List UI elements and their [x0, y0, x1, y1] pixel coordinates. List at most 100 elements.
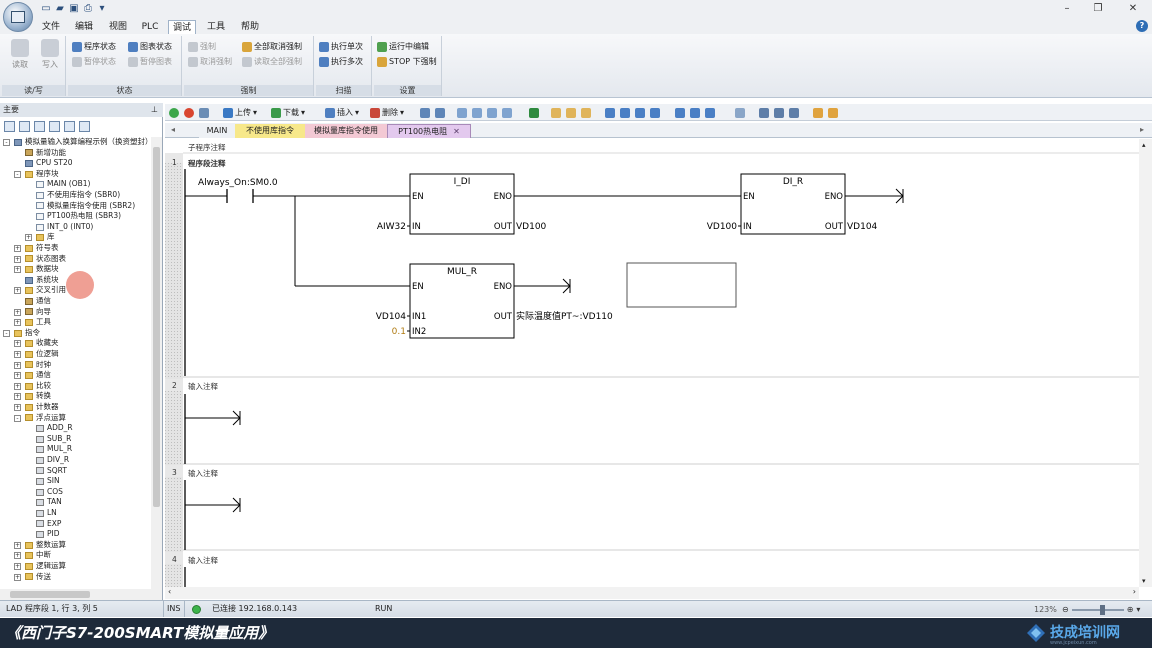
program-status-button[interactable]: 程序状态	[72, 40, 116, 53]
instruction-box-mul-r[interactable]	[409, 263, 515, 339]
collapse-icon[interactable]: -	[3, 139, 10, 146]
operand[interactable]: AIW32	[377, 222, 406, 232]
coil-icon[interactable]	[675, 106, 685, 119]
expand-icon[interactable]: +	[14, 404, 21, 411]
operand[interactable]: VD104	[847, 222, 878, 232]
tree-item[interactable]: 整数运算	[25, 540, 66, 551]
instruction-box-di-r[interactable]	[740, 173, 846, 235]
go-to-icon[interactable]	[529, 106, 539, 119]
network-comment[interactable]: 程序段注释	[188, 158, 226, 168]
operand[interactable]: VD104	[376, 312, 407, 322]
tab-main[interactable]: MAIN	[199, 124, 235, 138]
delete-button[interactable]: 删除▾	[370, 106, 404, 119]
tree-item[interactable]: MAIN (OB1)	[36, 179, 90, 190]
tree-horizontal-scrollbar[interactable]	[0, 589, 162, 600]
force-button[interactable]: 强制	[188, 40, 216, 53]
tab-help[interactable]: 帮助	[240, 22, 259, 32]
contact-icon[interactable]	[620, 106, 630, 119]
tab-analog-library[interactable]: 模拟量库指令使用	[305, 124, 387, 138]
panel-tool-icon[interactable]	[79, 121, 90, 132]
expand-icon[interactable]: +	[14, 563, 21, 570]
tree-item[interactable]: 交叉引用	[25, 285, 66, 296]
lock-icon[interactable]	[581, 106, 591, 119]
tree-item[interactable]: 比较	[25, 381, 51, 392]
contact-icon[interactable]	[650, 106, 660, 119]
chevron-up-icon[interactable]: ▴	[1142, 141, 1146, 149]
compile-icon[interactable]	[199, 106, 209, 119]
tree-item[interactable]: 通信	[25, 296, 51, 307]
tree-item[interactable]: MUL_R	[36, 444, 72, 455]
expand-icon[interactable]: +	[14, 573, 21, 581]
chart-status-button[interactable]: 图表状态	[128, 40, 172, 53]
constant-operand[interactable]: 0.1	[392, 327, 406, 337]
print-icon[interactable]: ⎙	[84, 3, 92, 14]
ladder-editor[interactable]: 子程序注释 1 程序段注释 2 输入注释 3 输入注释 4 输入注释	[165, 139, 1152, 599]
tree-item[interactable]: LN	[36, 508, 57, 519]
panel-tool-icon[interactable]	[4, 121, 15, 132]
operand[interactable]: VD100	[707, 222, 738, 232]
expand-icon[interactable]: +	[14, 351, 21, 358]
tree-item[interactable]: 计数器	[25, 402, 59, 413]
tree-item[interactable]: 逻辑运算	[25, 561, 66, 572]
network-comment[interactable]: 输入注释	[188, 555, 218, 565]
expand-icon[interactable]: +	[14, 287, 21, 295]
application-menu-button[interactable]	[3, 2, 33, 32]
zoom-slider[interactable]	[1071, 604, 1124, 615]
unforce-all-button[interactable]: 全部取消强制	[242, 40, 302, 53]
tree-item[interactable]: 状态图表	[25, 254, 66, 265]
contact-icon[interactable]	[605, 106, 615, 119]
editor-vertical-scrollbar[interactable]: ▴ ▾	[1139, 139, 1152, 587]
network-tool-icon[interactable]	[435, 106, 445, 119]
tree-item[interactable]: 转换	[25, 391, 51, 402]
tree-item[interactable]: CPU ST20	[25, 158, 73, 169]
insert-button[interactable]: 插入▾	[325, 106, 359, 119]
bookmark-icon[interactable]	[472, 106, 482, 119]
tree-item[interactable]: 模拟量输入换算编程示例（换资塑封）(	[14, 137, 150, 148]
quick-access-dropdown-icon[interactable]: ▾	[99, 3, 105, 14]
write-button[interactable]: 写入	[36, 38, 64, 74]
panel-tool-icon[interactable]	[64, 121, 75, 132]
expand-icon[interactable]: +	[14, 266, 21, 274]
zoom-dropdown-icon[interactable]: ▾	[1136, 604, 1141, 614]
panel-tool-icon[interactable]	[49, 121, 60, 132]
expand-icon[interactable]: +	[25, 234, 32, 242]
tree-item[interactable]: SQRT	[36, 466, 67, 477]
tab-no-library[interactable]: 不使用库指令	[235, 124, 305, 138]
network-tool-icon[interactable]	[420, 106, 430, 119]
zoom-in-icon[interactable]: ⊕	[1126, 604, 1134, 614]
tree-item[interactable]: 时钟	[25, 360, 51, 371]
edit-in-run-button[interactable]: 运行中编辑	[377, 40, 429, 53]
tree-item[interactable]: 程序块	[25, 169, 59, 180]
expand-icon[interactable]: +	[14, 245, 21, 252]
tree-item[interactable]: 工具	[25, 317, 51, 328]
expand-icon[interactable]: +	[14, 382, 21, 390]
tree-item[interactable]: PID	[36, 529, 60, 540]
expand-icon[interactable]: +	[14, 372, 21, 380]
expand-icon[interactable]: +	[14, 308, 21, 316]
chevron-right-icon[interactable]: ›	[1132, 587, 1136, 596]
stop-force-button[interactable]: STOP 下强制	[377, 55, 437, 68]
tree-item[interactable]: 库	[36, 232, 55, 243]
symbol-table-icon[interactable]	[789, 106, 799, 119]
tab-debug[interactable]: 调试	[168, 20, 196, 34]
zoom-slider-thumb[interactable]	[1099, 604, 1105, 615]
download-button[interactable]: 下载▾	[271, 106, 305, 119]
upload-button[interactable]: 上传▾	[223, 106, 257, 119]
operand[interactable]: 实际温度值PT~:VD110	[516, 310, 613, 322]
scroll-thumb[interactable]	[10, 591, 90, 598]
tree-item[interactable]: EXP	[36, 519, 61, 530]
collapse-icon[interactable]: -	[14, 170, 21, 178]
single-scan-button[interactable]: 执行单次	[319, 40, 363, 53]
tab-plc[interactable]: PLC	[141, 22, 159, 32]
tree-item[interactable]: 位逻辑	[25, 349, 59, 360]
expand-icon[interactable]: +	[14, 541, 21, 549]
run-icon[interactable]	[169, 106, 179, 119]
tree-item[interactable]: 传送	[25, 572, 51, 583]
box-icon[interactable]	[705, 106, 715, 119]
tree-item[interactable]: 收藏夹	[25, 338, 59, 349]
multiple-scan-button[interactable]: 执行多次	[319, 55, 363, 68]
save-icon[interactable]: ▣	[69, 3, 79, 14]
tab-edit[interactable]: 编辑	[74, 22, 93, 32]
tree-vertical-scrollbar[interactable]	[151, 137, 162, 589]
symbol-table-icon[interactable]	[774, 106, 784, 119]
